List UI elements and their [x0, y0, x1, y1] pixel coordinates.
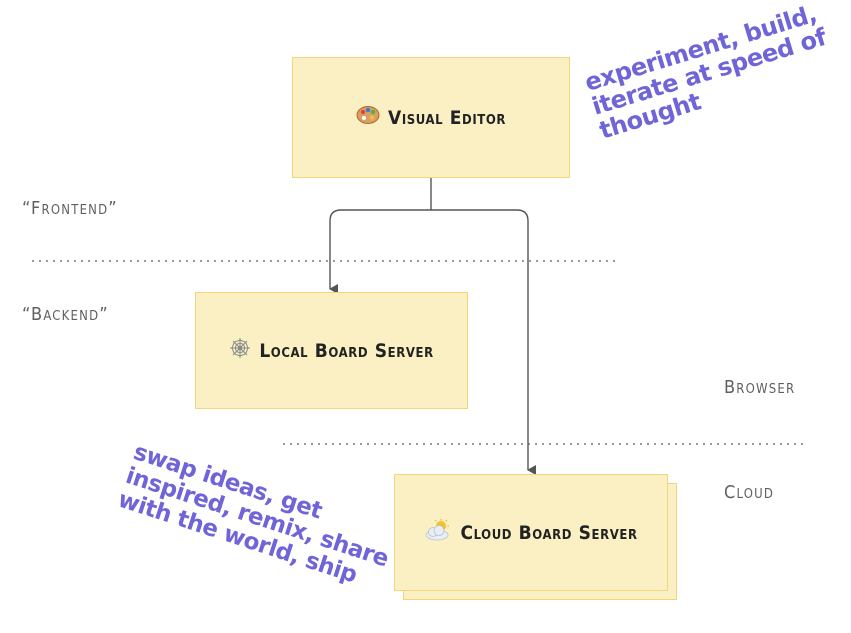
cloud-board-server-title: Cloud Board Server: [424, 519, 637, 546]
palette-icon: [356, 105, 380, 130]
local-board-server-label: Local Board Server: [259, 339, 434, 362]
cloud-zone-label: Cloud: [724, 482, 775, 503]
sun-behind-cloud-icon: [424, 519, 452, 546]
edge-editor-to-cloud: [431, 209, 536, 475]
spider-web-icon: [229, 337, 251, 364]
browser-zone-label: Browser: [724, 377, 796, 398]
cloud-board-server-label: Cloud Board Server: [460, 521, 638, 544]
backend-zone-label: “Backend”: [22, 304, 109, 325]
edge-editor-to-local: [329, 178, 432, 294]
local-board-server-title: Local Board Server: [229, 337, 433, 364]
frontend-zone-label: “Frontend”: [22, 198, 118, 219]
cloud-board-server-node[interactable]: Cloud Board Server: [394, 474, 668, 591]
local-board-server-node[interactable]: Local Board Server: [195, 292, 468, 409]
visual-editor-title: Visual Editor: [356, 105, 506, 130]
visual-editor-node[interactable]: Visual Editor: [292, 57, 570, 178]
visual-editor-label: Visual Editor: [387, 106, 506, 129]
